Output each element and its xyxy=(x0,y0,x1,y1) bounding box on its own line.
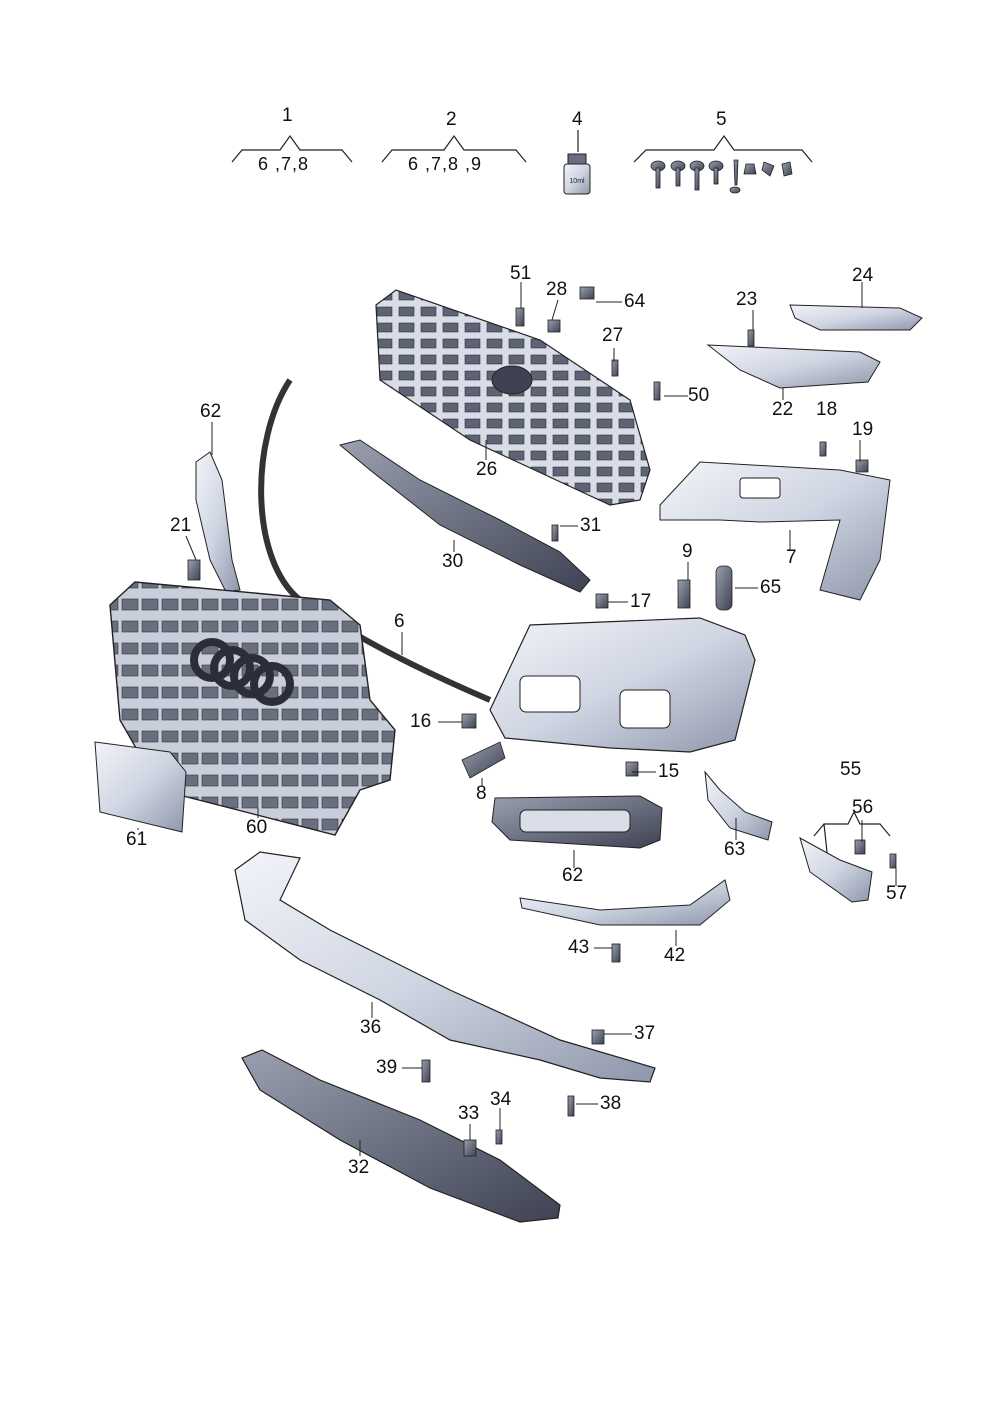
side-bracket-right xyxy=(799,836,873,903)
callout-64: 64 xyxy=(624,291,646,312)
callout-42: 42 xyxy=(664,945,686,966)
trim-strip-lower xyxy=(706,344,881,389)
callout-24: 24 xyxy=(852,265,874,286)
fasteners xyxy=(187,286,897,1157)
callout-62-fog: 62 xyxy=(562,865,584,886)
callout-50: 50 xyxy=(688,385,710,406)
reinforcement-bar xyxy=(338,439,591,593)
callout-22: 22 xyxy=(772,399,794,420)
callout-17: 17 xyxy=(630,591,652,612)
callout-62-left: 62 xyxy=(200,401,222,422)
fog-lamp-trim xyxy=(491,795,663,849)
callout-15: 15 xyxy=(658,761,680,782)
callout-37: 37 xyxy=(634,1023,656,1044)
group-number-2: 2 xyxy=(446,109,457,130)
callout-38: 38 xyxy=(600,1093,622,1114)
group-bracket-5 xyxy=(633,134,813,163)
callout-6: 6 xyxy=(394,611,405,632)
callout-33: 33 xyxy=(458,1103,480,1124)
upper-grille-insert xyxy=(375,289,651,506)
callout-31: 31 xyxy=(580,515,602,536)
callout-23: 23 xyxy=(736,289,758,310)
callout-60: 60 xyxy=(246,817,268,838)
callout-30: 30 xyxy=(442,551,464,572)
callout-28: 28 xyxy=(546,279,568,300)
lower-trim-strip xyxy=(519,879,731,926)
callout-16: 16 xyxy=(410,711,432,732)
callout-8: 8 xyxy=(476,783,487,804)
callout-21: 21 xyxy=(170,515,192,536)
side-trim-left xyxy=(195,451,241,593)
callout-18: 18 xyxy=(816,399,838,420)
bumper-cover xyxy=(489,617,756,753)
callout-51: 51 xyxy=(510,263,532,284)
bumper-bracket xyxy=(659,461,891,601)
group-contents-2: 6 ,7,8 ,9 xyxy=(408,154,483,174)
license-plate-holder xyxy=(94,741,187,833)
group-number-1: 1 xyxy=(282,105,293,126)
screw-set xyxy=(650,159,793,194)
callout-39: 39 xyxy=(376,1057,398,1078)
callout-7: 7 xyxy=(786,547,797,568)
callout-61: 61 xyxy=(126,829,148,850)
callout-65: 65 xyxy=(760,577,782,598)
group-number-55: 55 xyxy=(840,759,862,780)
trim-strip-upper xyxy=(789,304,923,331)
callout-19: 19 xyxy=(852,419,874,440)
group-contents-1: 6 ,7,8 xyxy=(258,154,310,174)
underbody-panel xyxy=(234,851,656,1083)
group-number-4: 4 xyxy=(572,109,583,130)
callout-27: 27 xyxy=(602,325,624,346)
callout-56: 56 xyxy=(852,797,874,818)
side-strip-right xyxy=(704,770,773,841)
group-number-5: 5 xyxy=(716,109,727,130)
leader-lines xyxy=(137,282,897,1156)
group-bracket-2 xyxy=(381,134,527,163)
callout-34: 34 xyxy=(490,1089,512,1110)
group-bracket-1 xyxy=(231,134,353,163)
callout-63: 63 xyxy=(724,839,746,860)
callout-32: 32 xyxy=(348,1157,370,1178)
callout-36: 36 xyxy=(360,1017,382,1038)
callout-9: 9 xyxy=(682,541,693,562)
callout-43: 43 xyxy=(568,937,590,958)
paint-bottle xyxy=(563,153,591,195)
bottle-label: 10ml xyxy=(569,178,585,185)
callout-26: 26 xyxy=(476,459,498,480)
lower-spoiler xyxy=(241,1049,561,1223)
callout-57: 57 xyxy=(886,883,908,904)
